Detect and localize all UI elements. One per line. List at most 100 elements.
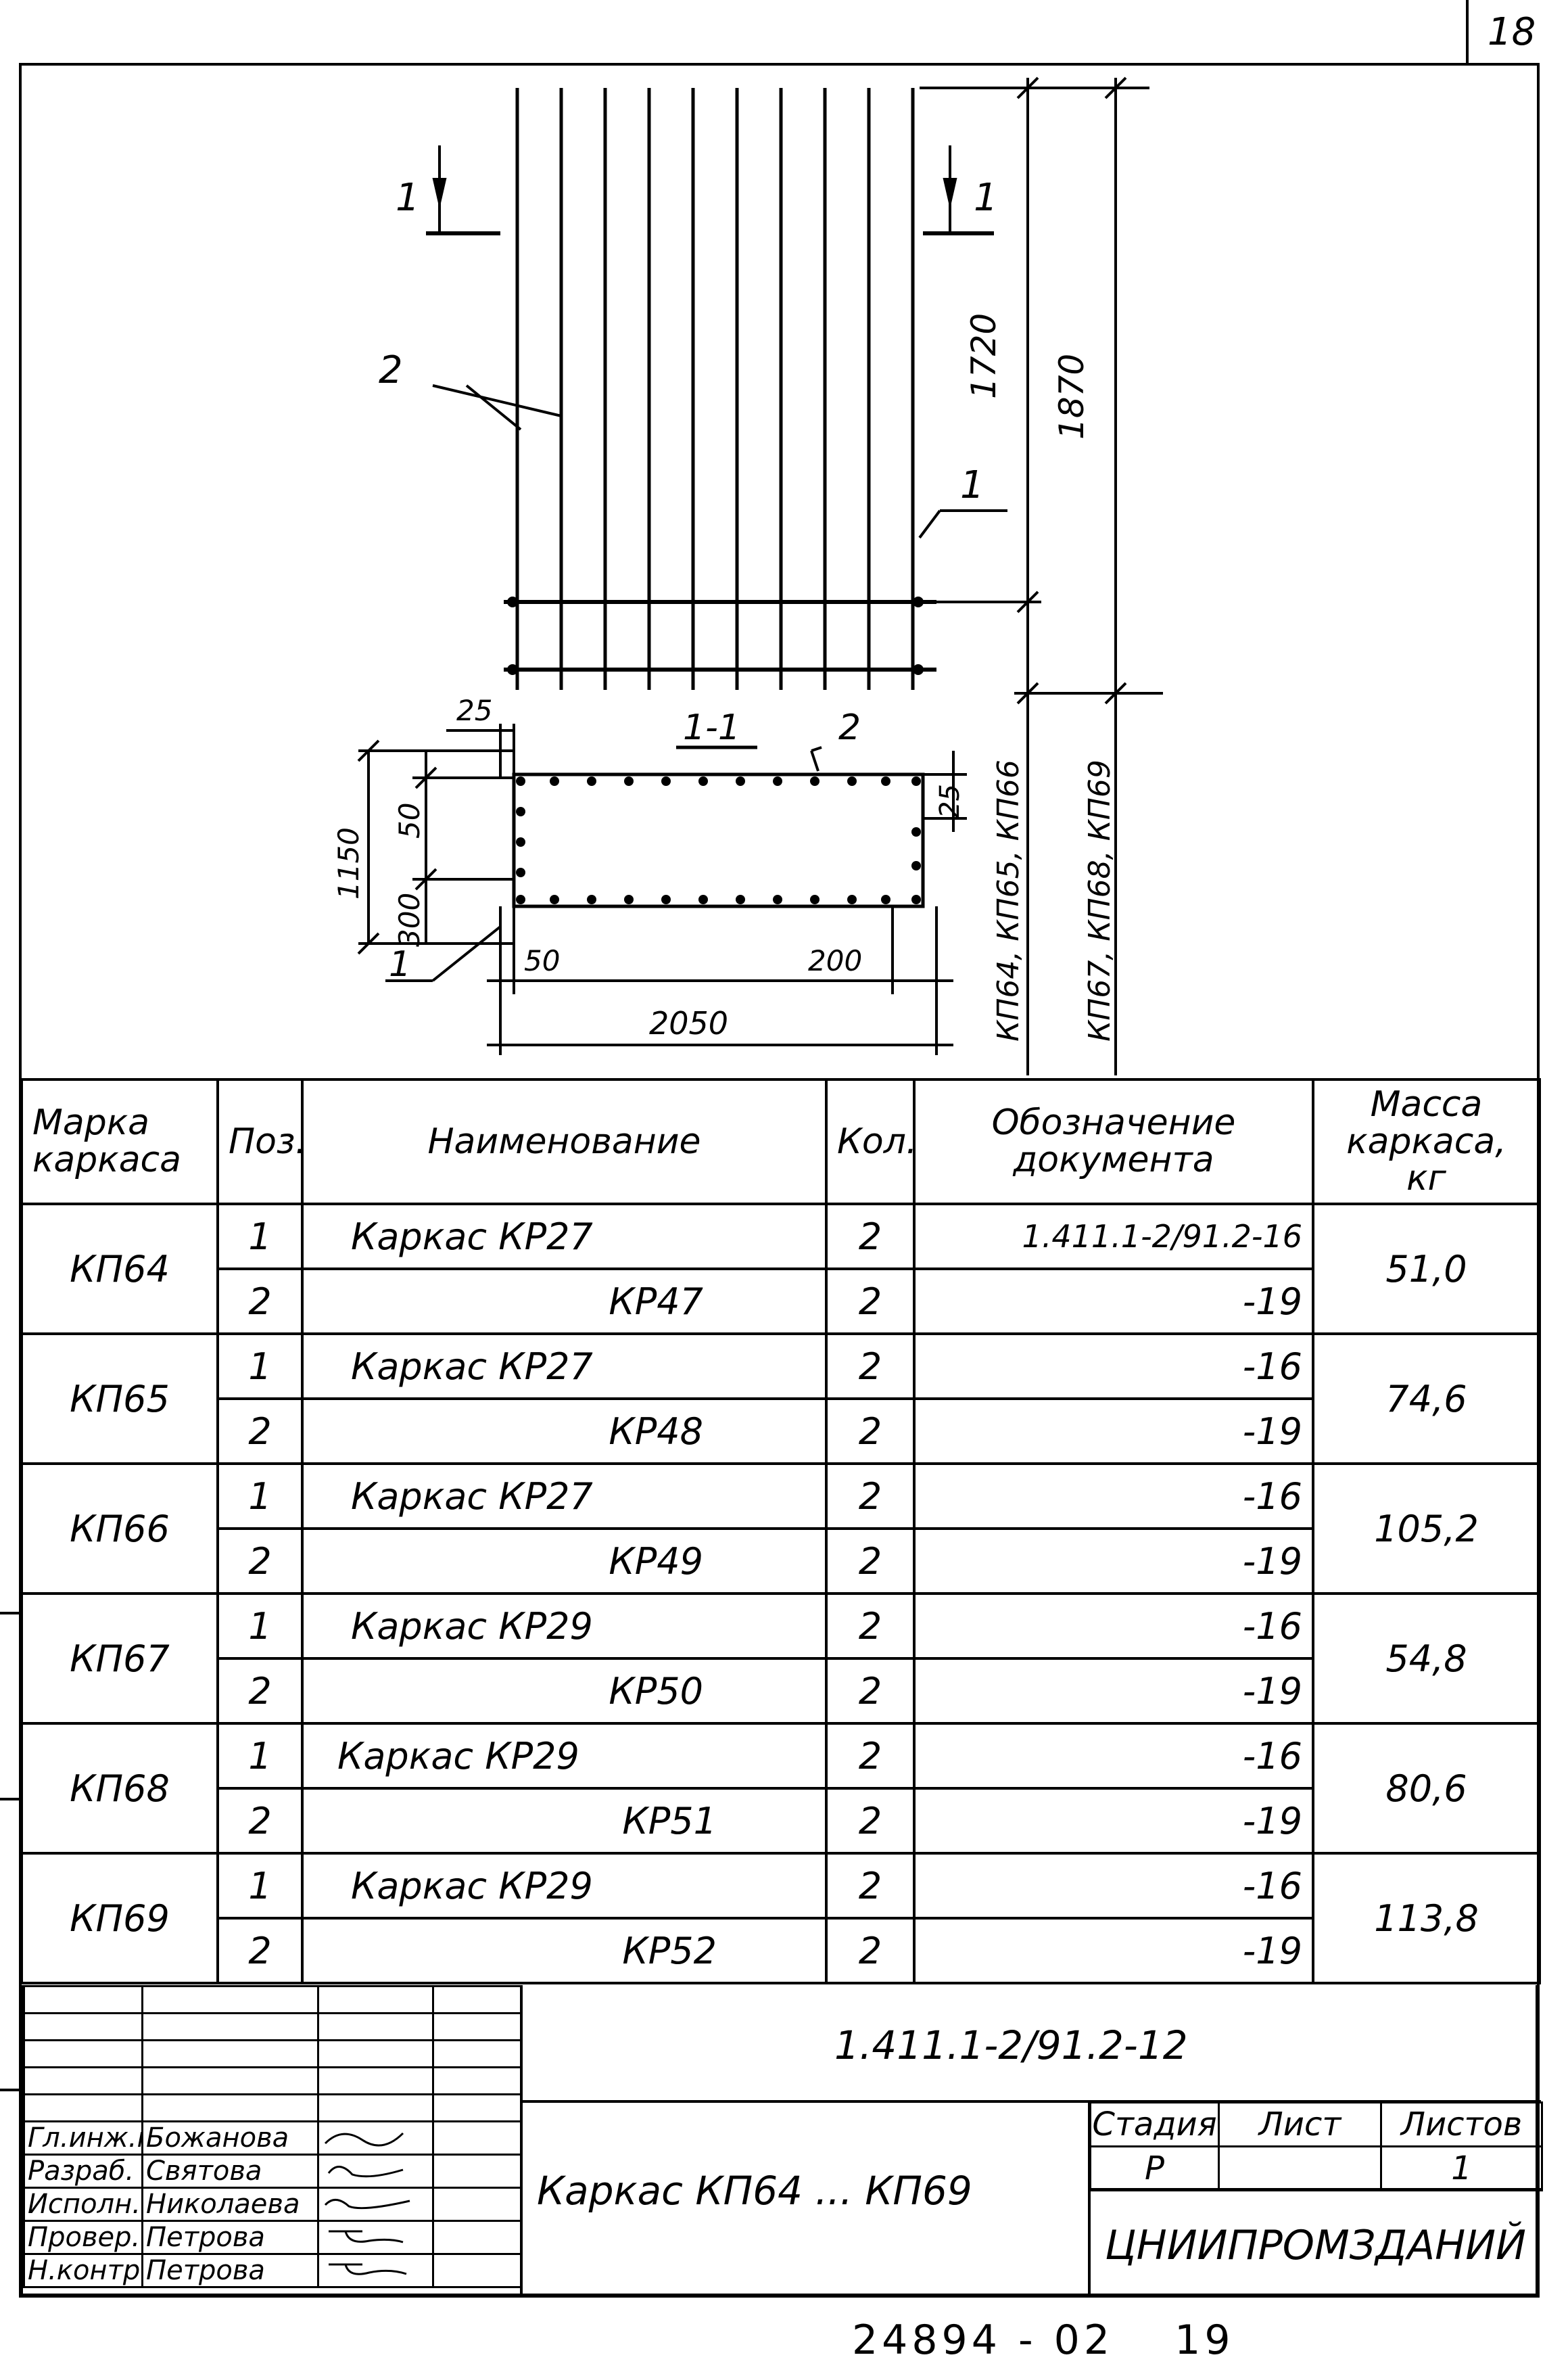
- mark-cell: КП65: [20, 1332, 219, 1465]
- table-row: 2 КР48 2 -19: [22, 1397, 1540, 1465]
- signature-name: Петрова: [141, 2253, 319, 2288]
- organization-name: ЦНИИПРОМЗДАНИЙ: [1105, 2222, 1527, 2269]
- dim-1870: 1870: [1052, 353, 1091, 440]
- sheet-number: 18: [1488, 10, 1536, 54]
- mass-cell: 105,2: [1312, 1462, 1541, 1595]
- header-mark: Марка каркаса: [20, 1078, 219, 1205]
- name-cell: КР52: [301, 1917, 828, 1984]
- table-row: КП69 1 Каркас КР29 2 -16 113,8: [20, 1852, 1541, 1984]
- doc-cell: -16: [913, 1462, 1314, 1530]
- signature-mark: [317, 2120, 434, 2156]
- dim-25-right: 25: [934, 784, 966, 818]
- signature-mark: [317, 2253, 434, 2288]
- name-cell: Каркас КР29: [301, 1852, 828, 1920]
- name-cell: Каркас КР29: [301, 1592, 828, 1660]
- mark-cell: КП69: [20, 1852, 219, 1984]
- name-cell: КР48: [301, 1397, 828, 1465]
- footer-page: 19: [1174, 2317, 1235, 2364]
- header-doc: Обозначение документа: [913, 1078, 1314, 1205]
- pos-cell: 1: [216, 1592, 304, 1660]
- sheet-header: Лист: [1218, 2101, 1382, 2147]
- qty-cell: 2: [825, 1397, 916, 1465]
- signature-mark: [317, 2220, 434, 2255]
- table-row: КП65 1 Каркас КР27 2 -16 74,6: [20, 1332, 1541, 1465]
- signature-name: Святова: [141, 2154, 319, 2189]
- mark-cell: КП64: [20, 1203, 219, 1335]
- table-row: КП64 1 Каркас КР27 2 1.411.1-2/91.2-16 5…: [20, 1203, 1541, 1335]
- signature-role: Исполн.: [23, 2187, 143, 2222]
- pos-cell: 2: [216, 1657, 304, 1725]
- mass-cell: 51,0: [1312, 1203, 1541, 1335]
- qty-cell: 2: [825, 1268, 916, 1335]
- name-cell: КР51: [301, 1787, 828, 1855]
- dim-1150: 1150: [332, 827, 365, 900]
- dim-25-top: 25: [456, 694, 493, 727]
- position-label-1-sect: 1: [389, 944, 412, 985]
- pos-cell: 1: [216, 1722, 304, 1790]
- table-row: 2 КР51 2 -19: [22, 1787, 1540, 1855]
- spec-header-row: Марка каркаса Поз. Наименование Кол. Обо…: [20, 1078, 1541, 1205]
- sheets-value: 1: [1380, 2145, 1543, 2191]
- position-label-2-sect: 2: [838, 707, 861, 748]
- mark-cell: КП67: [20, 1592, 219, 1725]
- doc-cell: -19: [913, 1787, 1314, 1855]
- document-code: 1.411.1-2/91.2-12: [834, 2022, 1188, 2068]
- name-cell: КР47: [301, 1268, 828, 1335]
- dim-50-left: 50: [393, 802, 426, 839]
- spec-table: Марка каркаса Поз. Наименование Кол. Обо…: [20, 1078, 1541, 1984]
- doc-cell: -16: [913, 1592, 1314, 1660]
- signature-row: Н.контр. Петрова: [23, 2253, 522, 2288]
- qty-cell: 2: [825, 1527, 916, 1595]
- doc-cell: -19: [913, 1397, 1314, 1465]
- mass-cell: 74,6: [1312, 1332, 1541, 1465]
- signature-mark: [317, 2154, 434, 2189]
- table-row: 2 КР50 2 -19: [22, 1657, 1540, 1725]
- footer: 24894 - 02 19: [852, 2317, 1235, 2364]
- pos-cell: 2: [216, 1527, 304, 1595]
- signature-mark: [317, 2187, 434, 2222]
- title-block: 1.411.1-2/91.2-12 Каркас КП64 ... КП69 Ц…: [20, 1985, 1543, 2296]
- doc-cell: -16: [913, 1332, 1314, 1400]
- header-mass: Масса каркаса, кг: [1312, 1078, 1541, 1205]
- qty-cell: 2: [825, 1332, 916, 1400]
- type-label-2: КП67, КП68, КП69: [1083, 760, 1117, 1042]
- doc-cell: -16: [913, 1722, 1314, 1790]
- signature-row: Провер. Петрова: [23, 2220, 522, 2255]
- section-marker-left: 1: [396, 176, 420, 220]
- pos-cell: 2: [216, 1917, 304, 1984]
- dim-2050: 2050: [649, 1005, 729, 1042]
- table-row: КП67 1 Каркас КР29 2 -16 54,8: [20, 1592, 1541, 1725]
- header-name: Наименование: [301, 1078, 828, 1205]
- signature-row: Гл.инж.пр. Божанова: [23, 2120, 522, 2156]
- doc-cell: -19: [913, 1527, 1314, 1595]
- signature-role: Гл.инж.пр.: [23, 2120, 143, 2156]
- qty-cell: 2: [825, 1203, 916, 1270]
- mass-cell: 113,8: [1312, 1852, 1541, 1984]
- qty-cell: 2: [825, 1657, 916, 1725]
- qty-cell: 2: [825, 1852, 916, 1920]
- pos-cell: 1: [216, 1852, 304, 1920]
- signature-row: Разраб. Святова: [23, 2154, 522, 2189]
- position-label-1-elev: 1: [960, 463, 984, 507]
- signature-name: Петрова: [141, 2220, 319, 2255]
- name-cell: Каркас КР27: [301, 1332, 828, 1400]
- signature-row: Исполн. Николаева: [23, 2187, 522, 2222]
- mark-cell: КП66: [20, 1462, 219, 1595]
- mass-cell: 54,8: [1312, 1592, 1541, 1725]
- name-cell: Каркас КР27: [301, 1203, 828, 1270]
- qty-cell: 2: [825, 1592, 916, 1660]
- doc-cell: -19: [913, 1657, 1314, 1725]
- stage-header: Стадия: [1089, 2101, 1220, 2147]
- pos-cell: 1: [216, 1332, 304, 1400]
- header-pos: Поз.: [216, 1078, 304, 1205]
- pos-cell: 1: [216, 1203, 304, 1270]
- mark-cell: КП68: [20, 1722, 219, 1855]
- vertical-bars: [515, 88, 915, 690]
- mass-cell: 80,6: [1312, 1722, 1541, 1855]
- name-cell: КР49: [301, 1527, 828, 1595]
- doc-cell: 1.411.1-2/91.2-16: [913, 1203, 1314, 1270]
- signature-role: Провер.: [23, 2220, 143, 2255]
- doc-cell: -16: [913, 1852, 1314, 1920]
- section-title: 1-1: [683, 707, 740, 748]
